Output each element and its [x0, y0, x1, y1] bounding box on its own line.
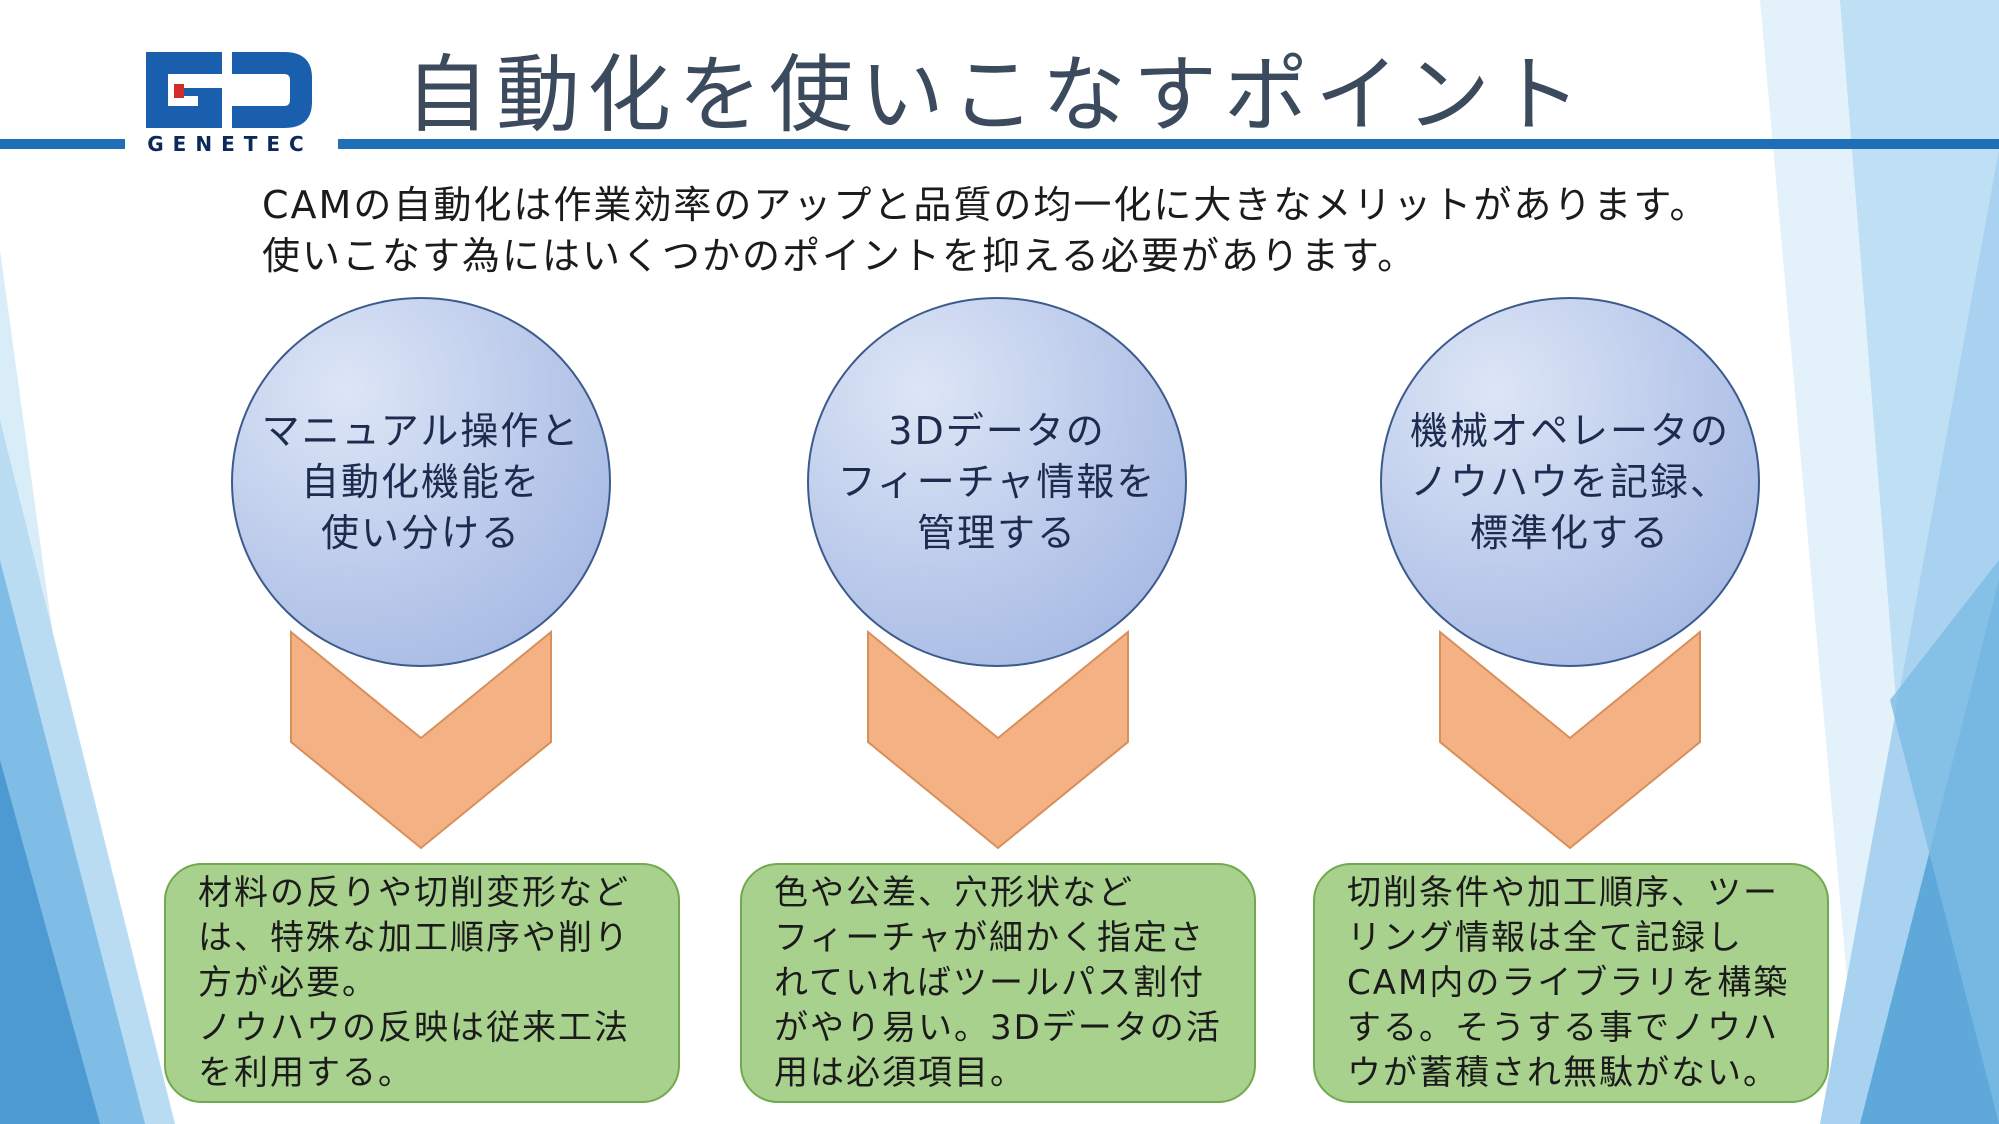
- point-circle-1: マニュアル操作と 自動化機能を 使い分ける: [231, 297, 611, 667]
- chevron-down-icon: [1439, 630, 1701, 850]
- point-card-1: 材料の反りや切削変形など は、特殊な加工順序や削り 方が必要。 ノウハウの反映は…: [164, 863, 680, 1103]
- page-title: 自動化を使いこなすポイント: [405, 46, 1589, 144]
- point-circle-3: 機械オペレータの ノウハウを記録、 標準化する: [1380, 297, 1760, 667]
- point-card-3: 切削条件や加工順序、ツー リング情報は全て記録し CAM内のライブラリを構築 す…: [1313, 863, 1829, 1103]
- bg-right-sliver: [1890, 560, 1999, 1124]
- point-card-2: 色や公差、穴形状など フィーチャが細かく指定さ れていればツールパス割付 がやり…: [740, 863, 1256, 1103]
- point-circle-3-text: 機械オペレータの ノウハウを記録、 標準化する: [1409, 408, 1730, 555]
- logo-d-shape: [232, 52, 312, 128]
- point-circle-2-text: 3Dデータの フィーチャ情報を 管理する: [837, 408, 1157, 555]
- logo-wordmark: GENETEC: [147, 132, 313, 156]
- intro-line-1: CAMの自動化は作業効率のアップと品質の均一化に大きなメリットがあります。: [262, 183, 1710, 227]
- intro-paragraph: CAMの自動化は作業効率のアップと品質の均一化に大きなメリットがあります。 使い…: [262, 180, 1710, 282]
- header-rule-right: [338, 139, 1999, 149]
- header-rule-left: [0, 139, 125, 149]
- chevron-down-icon: [290, 630, 552, 850]
- point-card-1-text: 材料の反りや切削変形など は、特殊な加工順序や削り 方が必要。 ノウハウの反映は…: [198, 873, 630, 1093]
- point-circle-1-text: マニュアル操作と 自動化機能を 使い分ける: [261, 408, 581, 555]
- point-card-3-text: 切削条件や加工順序、ツー リング情報は全て記録し CAM内のライブラリを構築 す…: [1347, 873, 1790, 1093]
- logo-red-mark: [174, 84, 184, 98]
- chevron-down-icon: [867, 630, 1129, 850]
- bg-left-dark-triangle: [0, 760, 100, 1124]
- point-circle-2: 3Dデータの フィーチャ情報を 管理する: [807, 297, 1187, 667]
- point-card-2-text: 色や公差、穴形状など フィーチャが細かく指定さ れていればツールパス割付 がやり…: [774, 873, 1222, 1093]
- intro-line-2: 使いこなす為にはいくつかのポイントを抑える必要があります。: [262, 234, 1418, 278]
- genetec-logo-icon: [146, 52, 312, 128]
